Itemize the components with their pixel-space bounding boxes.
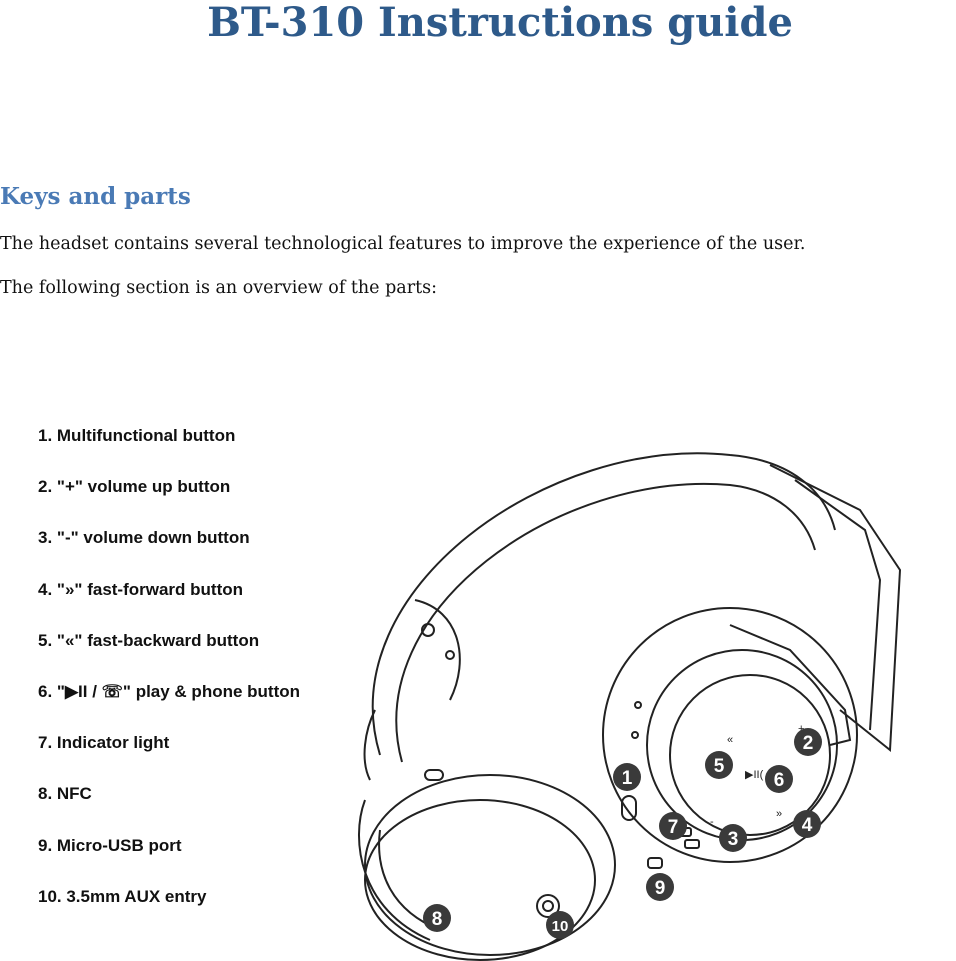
callout-5: 5 — [705, 751, 733, 779]
part-item: 10. 3.5mm AUX entry — [38, 886, 207, 906]
callout-markers: 1 2 3 4 5 6 7 8 9 10 — [423, 728, 822, 939]
part-item: 5. "«" fast-backward button — [38, 630, 260, 650]
rw-glyph: « — [727, 734, 733, 746]
part-item: 8. NFC — [38, 784, 92, 804]
paragraph-line: The headset contains several technologic… — [0, 234, 806, 254]
part-item: 9. Micro-USB port — [38, 835, 182, 855]
callout-3: 3 — [719, 824, 747, 852]
svg-text:10: 10 — [552, 918, 569, 935]
play-glyph: ▶II( — [745, 769, 764, 781]
paragraph-line: The following section is an overview of … — [0, 278, 437, 298]
parts-list: 1. Multifunctional button 2. "+" volume … — [38, 424, 300, 936]
svg-text:4: 4 — [802, 815, 813, 836]
svg-text:8: 8 — [432, 909, 443, 930]
callout-10: 10 — [546, 911, 574, 939]
part-item: 2. "+" volume up button — [38, 477, 231, 497]
svg-text:7: 7 — [668, 817, 679, 838]
plus-glyph: + — [798, 723, 804, 735]
callout-7: 7 — [659, 812, 687, 840]
part-item: 4. "»" fast-forward button — [38, 579, 244, 599]
ff-glyph: » — [776, 808, 782, 820]
svg-text:1: 1 — [622, 768, 633, 789]
svg-text:6: 6 — [774, 770, 785, 791]
callout-6: 6 — [765, 765, 793, 793]
svg-text:5: 5 — [714, 756, 725, 777]
document-title: BT-310 Instructions guide — [207, 0, 793, 46]
svg-text:9: 9 — [655, 878, 666, 899]
part-item: 3. "-" volume down button — [38, 528, 250, 548]
headphones-icon — [358, 452, 902, 961]
minus-glyph: - — [710, 816, 714, 828]
parts-figure: 1. Multifunctional button 2. "+" volume … — [30, 410, 956, 961]
control-glyphs: + - ▶II( » « — [710, 723, 804, 828]
svg-text:3: 3 — [728, 829, 739, 850]
callout-2: 2 — [794, 728, 822, 756]
callout-9: 9 — [646, 873, 674, 901]
section-heading: Keys and parts — [0, 183, 191, 210]
svg-text:2: 2 — [803, 733, 814, 754]
part-item: 1. Multifunctional button — [38, 426, 236, 445]
callout-4: 4 — [793, 810, 821, 838]
callout-1: 1 — [613, 763, 641, 791]
callout-8: 8 — [423, 904, 451, 932]
part-item: 7. Indicator light — [38, 733, 170, 753]
part-item: 6. "▶II / ☏" play & phone button — [38, 681, 301, 701]
